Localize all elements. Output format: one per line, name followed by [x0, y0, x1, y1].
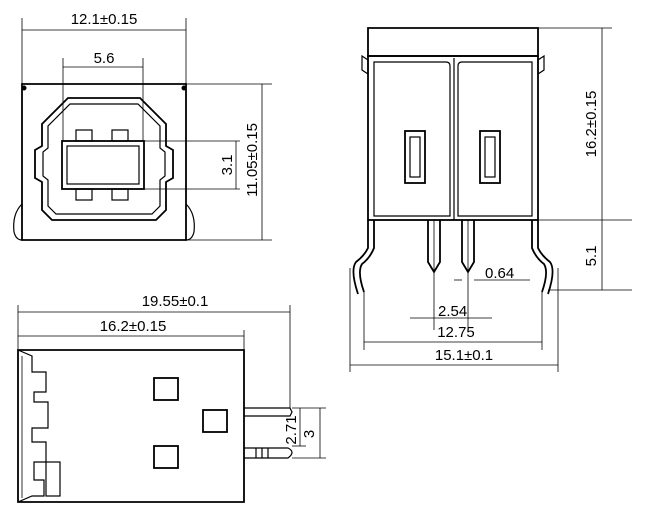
front-corner-mark: [21, 85, 27, 91]
front-width-label: 12.1±0.15: [71, 11, 138, 28]
front-contact-pad: [111, 188, 129, 201]
bottom-pin-height-label: 3: [301, 430, 318, 438]
bottom-slot: [45, 461, 61, 497]
side-pin-length-label: 5.1: [583, 246, 600, 267]
side-right-flange: [537, 54, 545, 76]
side-window-right: [479, 130, 501, 184]
side-height-label: 16.2±0.15: [583, 91, 600, 158]
front-inner-height-label: 3.1: [219, 155, 236, 176]
front-center-tongue: [61, 140, 145, 190]
side-window-left: [404, 130, 426, 184]
side-top-cap: [367, 27, 539, 57]
bottom-square-hole: [153, 445, 179, 469]
front-contact-pad: [111, 129, 129, 142]
front-corner-mark: [181, 85, 187, 91]
front-port-opening-outer: [34, 97, 174, 221]
bottom-square-hole: [202, 409, 228, 433]
side-window-left-inner: [409, 136, 421, 178]
side-right-panel: [457, 61, 533, 217]
front-contact-pad: [75, 129, 93, 142]
front-right-bump: [185, 203, 195, 241]
front-view: 12.1±0.15 5.6 11.05±0.15 3.1: [13, 11, 272, 241]
side-left-panel: [373, 61, 451, 217]
side-leg-left: [352, 220, 375, 295]
bottom-body-label: 16.2±0.15: [100, 318, 167, 335]
bottom-square-hole: [153, 377, 179, 401]
side-view: 16.2±0.15 5.1 0.64 2.54 12.75 15.1±0.1: [349, 27, 632, 372]
bottom-pin-upper: [244, 407, 293, 417]
front-left-bump: [13, 203, 23, 241]
side-left-flange: [361, 54, 369, 76]
front-center-tongue-inner: [66, 145, 140, 185]
front-housing-outline: [21, 83, 187, 241]
side-width-label: 15.1±0.1: [435, 347, 493, 364]
front-height-label: 11.05±0.15: [244, 123, 261, 197]
leg-span-label: 12.75: [437, 324, 475, 341]
bottom-pin-offset-label: 2.71: [283, 415, 300, 444]
bottom-left-stepped-edge: [17, 349, 49, 503]
bottom-view: 19.55±0.1 16.2±0.15 2.71 3: [17, 293, 326, 503]
side-body-outline: [367, 55, 539, 221]
pin-pitch-label: 2.54: [438, 303, 467, 320]
pin-width-label: 0.64: [485, 265, 514, 282]
bottom-total-label: 19.55±0.1: [142, 293, 209, 310]
bottom-pin-lower: [244, 447, 293, 459]
side-window-right-inner: [484, 136, 496, 178]
front-inner-width-label: 5.6: [94, 50, 115, 67]
side-leg-right: [531, 220, 554, 295]
bottom-body-outline: [17, 349, 245, 503]
front-contact-pad: [75, 188, 93, 201]
